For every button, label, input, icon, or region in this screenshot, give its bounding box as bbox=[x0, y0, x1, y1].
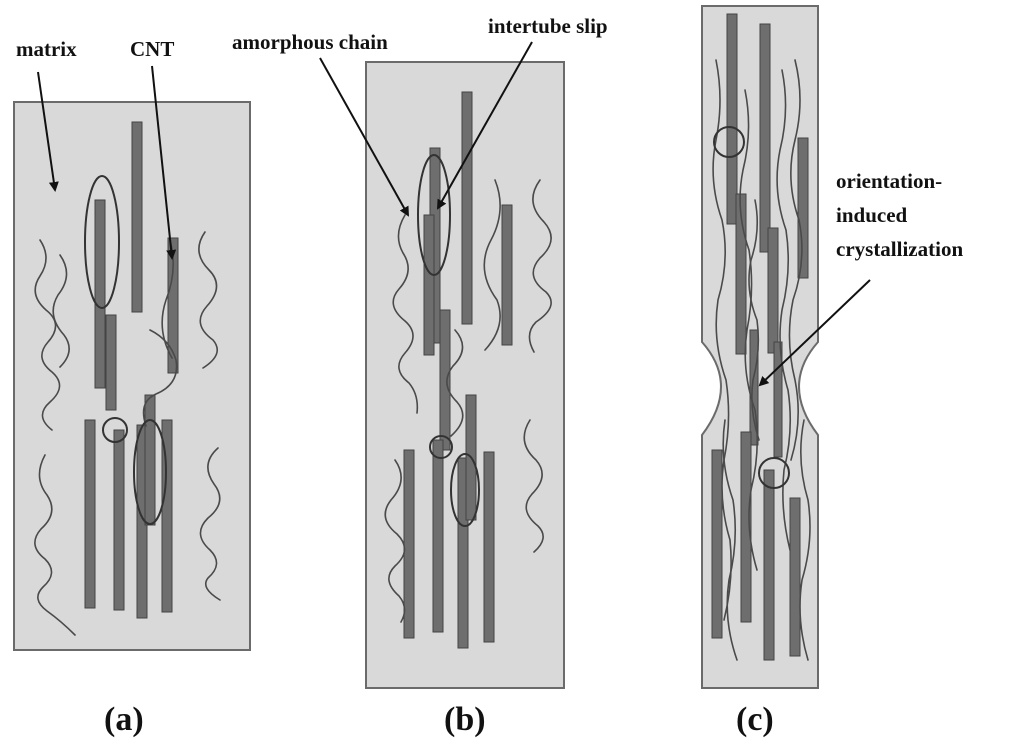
polymer-chain bbox=[34, 239, 61, 431]
cnt-tube bbox=[797, 137, 809, 279]
amorphous-chain-arrow bbox=[319, 57, 409, 217]
amorphous-chains-a bbox=[34, 231, 221, 636]
panel-a: matrix CNT (a) bbox=[13, 37, 251, 738]
panel-c: orientation- induced crystallization (c) bbox=[701, 5, 963, 738]
polymer-chain bbox=[788, 59, 803, 461]
cnt-label: CNT bbox=[130, 37, 174, 61]
cnt-tube bbox=[711, 449, 723, 639]
cnt-arrow bbox=[151, 65, 177, 260]
polymer-chain bbox=[523, 419, 544, 553]
highlight-ellipse bbox=[417, 154, 451, 276]
amorphous-chain-label: amorphous chain bbox=[232, 30, 388, 54]
cnt-tube bbox=[84, 419, 96, 609]
cnt-tube bbox=[105, 314, 117, 411]
cnt-tube bbox=[789, 497, 801, 657]
polymer-chain bbox=[142, 329, 178, 427]
cnt-tube bbox=[144, 394, 156, 526]
polymer-chain bbox=[739, 89, 759, 571]
orientation-crystallization-arrow bbox=[758, 279, 871, 387]
highlight-circle bbox=[713, 126, 745, 158]
cnt-tube bbox=[457, 457, 469, 649]
polymer-chain bbox=[748, 199, 760, 441]
cnt-tube bbox=[432, 439, 444, 633]
polymer-chain bbox=[776, 69, 792, 551]
polymer-chain bbox=[384, 459, 406, 623]
panel-b-caption: (b) bbox=[444, 701, 486, 738]
cnt-tube bbox=[735, 193, 747, 355]
cnt-tube bbox=[403, 449, 415, 639]
polymer-chain bbox=[52, 254, 70, 368]
highlight-ellipse bbox=[450, 453, 480, 527]
cnt-tube bbox=[740, 431, 752, 623]
cnt-tube bbox=[501, 204, 513, 346]
cnt-tube bbox=[161, 419, 173, 613]
cnt-tube bbox=[763, 469, 775, 661]
polymer-chain bbox=[446, 329, 464, 437]
cnt-group-c bbox=[711, 13, 809, 661]
cnt-tube bbox=[483, 451, 495, 643]
polymer-chain bbox=[34, 454, 76, 636]
cnt-tube bbox=[439, 309, 451, 451]
amorphous-chains-b bbox=[384, 179, 552, 623]
panel-a-caption: (a) bbox=[104, 701, 144, 738]
cnt-tube bbox=[461, 91, 473, 325]
intertube-slip-label: intertube slip bbox=[488, 14, 608, 38]
orientation-label-line1: orientation- bbox=[836, 169, 942, 193]
cnt-group-b bbox=[403, 91, 513, 649]
cnt-tube bbox=[113, 429, 125, 611]
intertube-slip-arrow bbox=[437, 41, 533, 210]
orientation-label-line2: induced bbox=[836, 203, 908, 227]
cnt-tube bbox=[759, 23, 771, 253]
highlight-ellipse bbox=[84, 175, 120, 309]
polymer-chain bbox=[198, 231, 219, 369]
cnt-tube bbox=[773, 341, 783, 458]
cnt-tube bbox=[94, 199, 106, 389]
panel-b: amorphous chain intertube slip (b) bbox=[232, 14, 608, 738]
cnt-tube bbox=[726, 13, 738, 225]
cnt-tube bbox=[131, 121, 143, 313]
panel-c-caption: (c) bbox=[736, 701, 774, 738]
orientation-label-line3: crystallization bbox=[836, 237, 963, 261]
polymer-chain bbox=[199, 447, 221, 601]
matrix-label: matrix bbox=[16, 37, 77, 61]
cnt-tube bbox=[767, 227, 779, 354]
matrix-arrow bbox=[37, 71, 59, 192]
highlight-circle bbox=[102, 417, 128, 443]
polymer-chain bbox=[528, 179, 552, 353]
cnt-tube bbox=[167, 237, 179, 374]
cnt-group-a bbox=[84, 121, 179, 619]
polymer-chain bbox=[483, 179, 501, 351]
cnt-tube bbox=[423, 214, 435, 356]
polymer-chain bbox=[392, 214, 419, 414]
polymer-chain bbox=[799, 419, 811, 661]
highlight-ellipse bbox=[133, 419, 167, 525]
polymer-chain bbox=[722, 419, 738, 661]
highlight-circle bbox=[758, 457, 790, 489]
cnt-tube bbox=[749, 329, 759, 446]
highlight-circle bbox=[429, 435, 453, 459]
